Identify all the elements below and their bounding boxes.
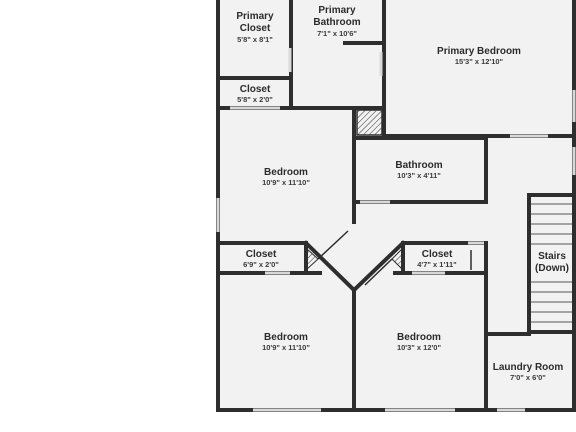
floor-area [217, 0, 576, 411]
primary-bathroom-label-line2: Bathroom [313, 17, 360, 28]
primary-closet-label-line2: Closet [240, 23, 271, 34]
primary-bathroom-dims: 7'1" x 10'6" [317, 29, 357, 38]
primary-closet-dims: 5'8" x 8'1" [237, 35, 273, 44]
primary-closet-label: Primary [236, 11, 274, 22]
chase-hatch [356, 109, 383, 136]
stairs-label-line2: (Down) [535, 263, 569, 274]
stairs-label: Stairs [538, 251, 566, 262]
laundry-room-dims: 7'0" x 6'0" [510, 373, 546, 382]
primary-bedroom-dims: 15'3" x 12'10" [455, 57, 504, 66]
primary-bathroom-label: Primary [318, 5, 356, 16]
closet-right-dims: 4'7" x 1'11" [417, 260, 457, 269]
closet-right-label: Closet [422, 249, 453, 260]
door-openings [317, 230, 472, 291]
bedroom-lower-left-label: Bedroom [264, 332, 308, 343]
bathroom-label: Bathroom [395, 160, 442, 171]
closet-top-label: Closet [240, 84, 271, 95]
bedroom-upper-left-dims: 10'9" x 11'10" [262, 178, 310, 187]
bedroom-upper-left-label: Bedroom [264, 167, 308, 178]
closet-left-label: Closet [246, 249, 277, 260]
bedroom-lower-right-dims: 10'3" x 12'0" [397, 343, 441, 352]
stairs-treads [531, 203, 573, 323]
windows [216, 48, 576, 412]
primary-bedroom-label: Primary Bedroom [437, 46, 521, 57]
closet-left-dims: 6'9" x 2'0" [243, 260, 279, 269]
bedroom-lower-left-dims: 10'9" x 11'10" [262, 343, 310, 352]
closet-top-dims: 5'8" x 2'0" [237, 95, 273, 104]
bathroom-dims: 10'3" x 4'11" [397, 171, 441, 180]
bedroom-lower-right-label: Bedroom [397, 332, 441, 343]
laundry-room-label: Laundry Room [493, 362, 564, 373]
